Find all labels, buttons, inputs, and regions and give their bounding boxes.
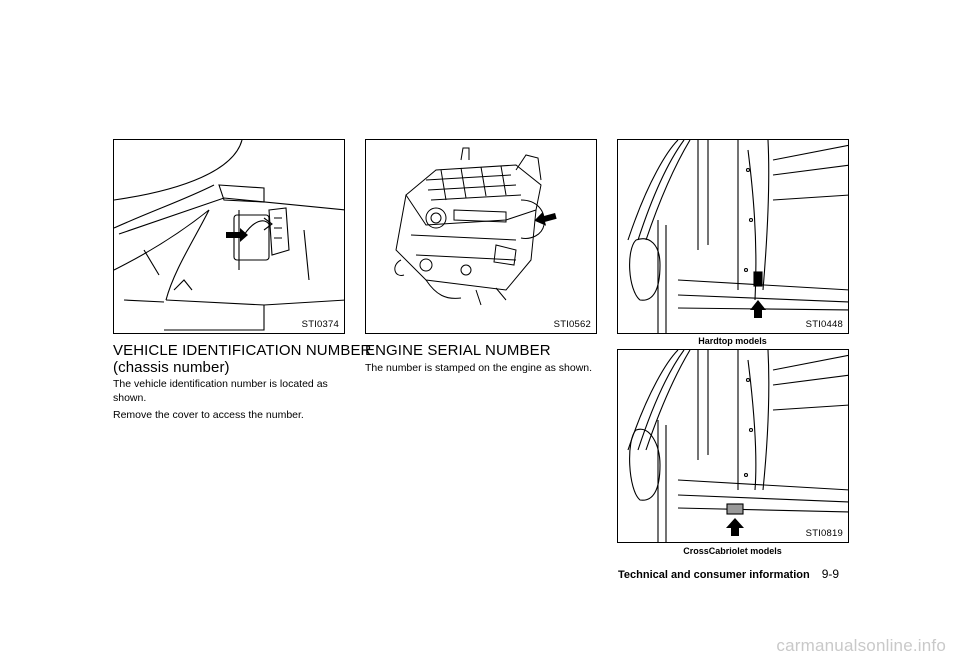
vin-heading: VEHICLE IDENTIFICATION NUMBER (chassis n… [113, 342, 371, 376]
page-footer: Technical and consumer information 9-9 [618, 567, 839, 581]
vin-heading-line1: VEHICLE IDENTIFICATION NUMBER [113, 342, 372, 359]
figure-id: STI0819 [805, 528, 843, 539]
vin-body-line2: shown. [113, 392, 147, 404]
figure-id: STI0448 [805, 319, 843, 330]
vin-body: The vehicle identification number is loc… [113, 377, 348, 405]
page-number: 9-9 [821, 567, 840, 581]
engine-heading: ENGINE SERIAL NUMBER [365, 342, 551, 359]
footer-section-title: Technical and consumer information [618, 569, 810, 581]
watermark: carmanualsonline.info [776, 636, 946, 655]
engine-figure: STI0562 [365, 139, 597, 334]
cabriolet-figure: STI0819 [617, 349, 849, 543]
hardtop-caption: Hardtop models [698, 336, 767, 346]
engine-illustration [394, 147, 557, 306]
hardtop-door-illustration [627, 140, 848, 333]
vin-body-2: Remove the cover to access the number. [113, 409, 304, 421]
cabriolet-door-illustration [627, 350, 848, 542]
vin-body-line1: The vehicle identification number is loc… [113, 378, 328, 390]
vin-location-illustration [114, 140, 344, 331]
figure-id: STI0562 [553, 319, 591, 330]
vin-figure: STI0374 [113, 139, 345, 334]
cabriolet-caption: CrossCabriolet models [683, 546, 782, 556]
vin-heading-line2: (chassis number) [113, 359, 230, 376]
engine-body: The number is stamped on the engine as s… [365, 362, 593, 374]
figure-id: STI0374 [301, 319, 339, 330]
hardtop-figure: STI0448 [617, 139, 849, 334]
